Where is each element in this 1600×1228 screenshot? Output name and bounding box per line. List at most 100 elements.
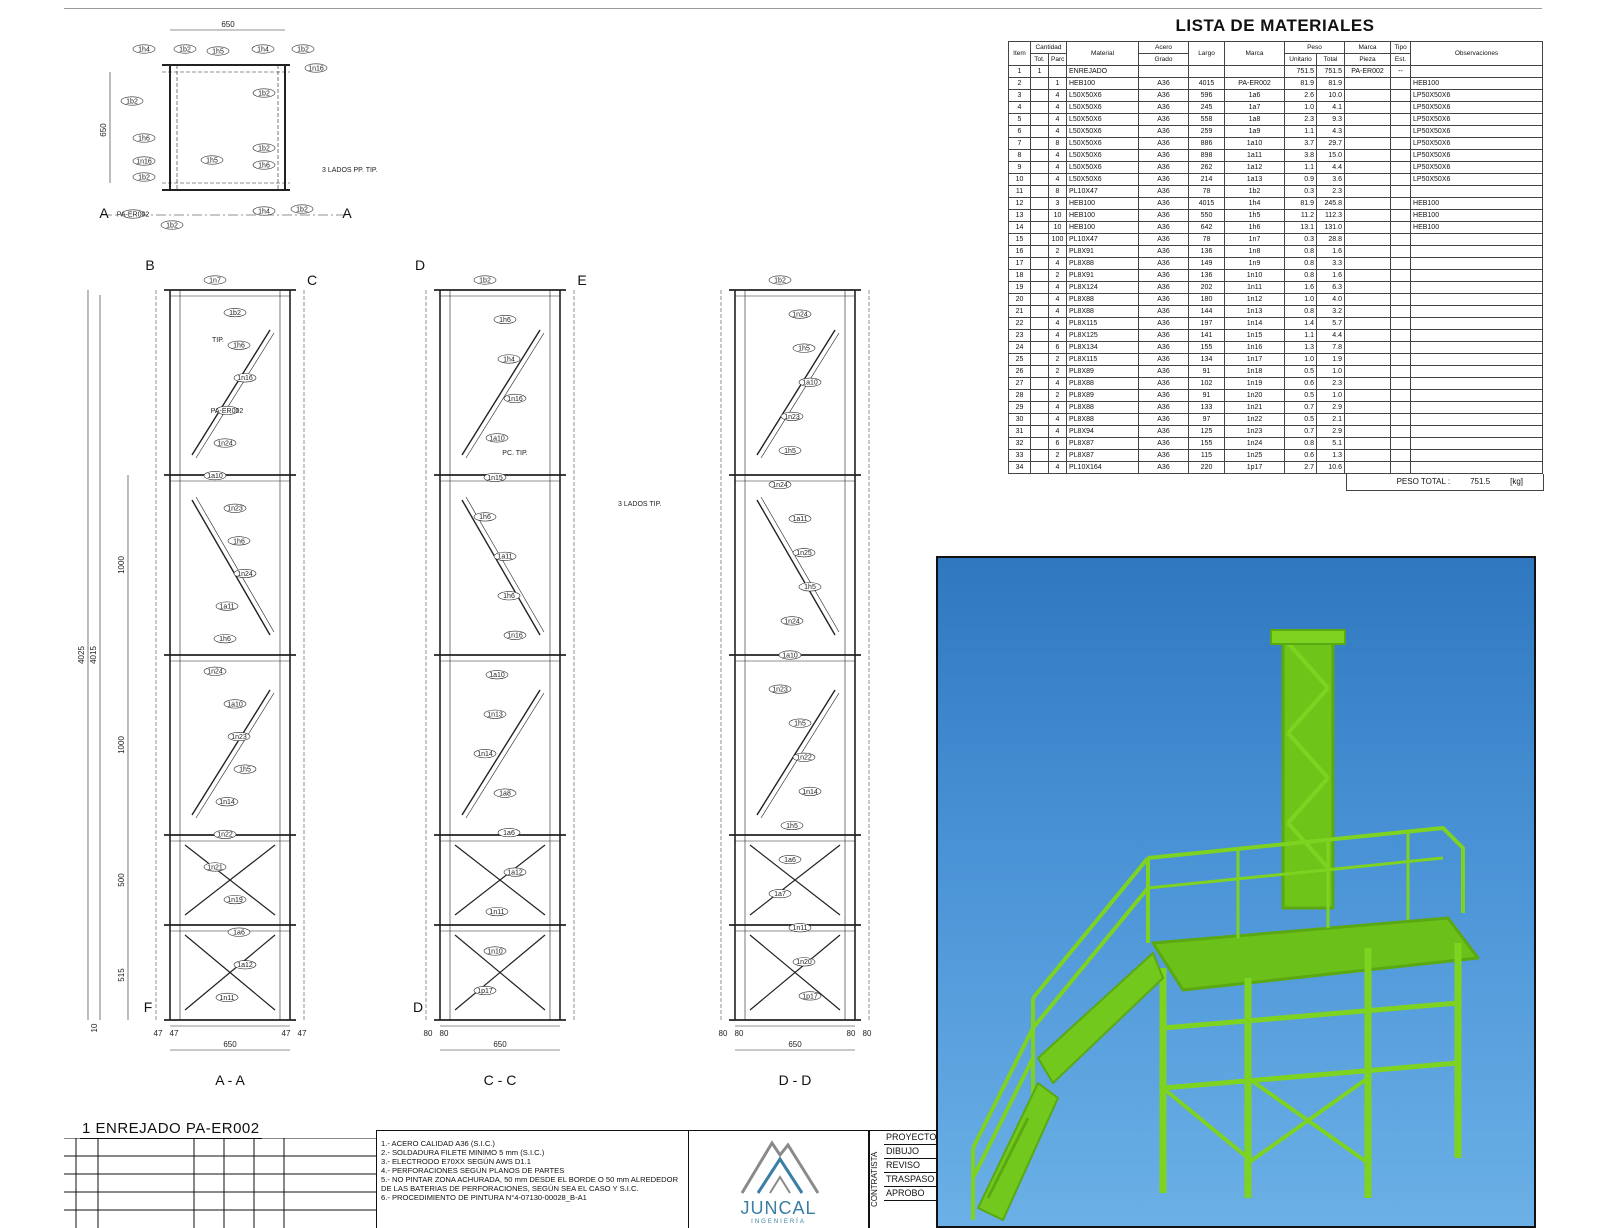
bom-cell: 144 <box>1188 305 1225 318</box>
bom-cell: 10.0 <box>1315 89 1346 102</box>
bom-cell: LP50X50X6 <box>1410 125 1544 138</box>
bom-cell: A36 <box>1138 221 1189 234</box>
bom-cell: 558 <box>1188 113 1225 126</box>
bom-cell: 1n15 <box>1224 329 1285 342</box>
bom-cell <box>1410 329 1544 342</box>
drawing-text: 1n24 <box>772 482 788 489</box>
bom-cell: A36 <box>1138 281 1189 294</box>
bom-cell <box>1410 401 1544 414</box>
bom-cell: 1.6 <box>1315 245 1346 258</box>
bom-cell: PL8X115 <box>1066 353 1139 366</box>
bom-cell: A36 <box>1138 257 1189 270</box>
drawing-text: F <box>144 999 153 1015</box>
drawing-text: 650 <box>99 123 108 137</box>
bom-cell: 0.8 <box>1284 245 1317 258</box>
bom-cell: 1n23 <box>1224 425 1285 438</box>
bom-cell: 30 <box>1008 413 1031 426</box>
drawing-text: 1n23 <box>227 506 243 513</box>
bom-cell: 1 <box>1030 65 1049 78</box>
bom-cell: 1n9 <box>1224 257 1285 270</box>
bom-cell: 1.4 <box>1284 317 1317 330</box>
bom-cell: 8 <box>1048 185 1067 198</box>
bom-cell <box>1410 353 1544 366</box>
part-tag-outline <box>768 480 792 490</box>
bom-cell: 4 <box>1048 257 1067 270</box>
bom-header-marca: Marca <box>1224 41 1285 66</box>
bom-header-item: Item <box>1008 41 1031 66</box>
bom-header-peso: Peso <box>1283 41 1346 54</box>
bom-cell: 21 <box>1008 305 1031 318</box>
part-tag-outline <box>215 992 239 1002</box>
bom-cell: A36 <box>1138 377 1189 390</box>
bom-cell <box>1410 317 1544 330</box>
bom-cell <box>1030 149 1049 162</box>
bom-cell: 25 <box>1008 353 1031 366</box>
drawing-text: 1b2 <box>297 46 309 53</box>
bom-cell <box>1344 437 1392 450</box>
bom-cell <box>1030 257 1049 270</box>
drawing-text: 1n16 <box>308 65 324 72</box>
bom-cell <box>1410 305 1544 318</box>
bom-cell: 91 <box>1188 389 1225 402</box>
bom-cell: A36 <box>1138 269 1189 282</box>
bom-cell <box>1390 113 1412 126</box>
bom-cell <box>1390 233 1412 246</box>
bom-cell <box>1390 437 1412 450</box>
bom-header-est: Est. <box>1390 53 1412 66</box>
drawing-text: 1h6 <box>258 162 270 169</box>
drawing-text: 1n23 <box>231 734 247 741</box>
bom-cell: 1.0 <box>1315 389 1346 402</box>
bom-cell: 136 <box>1188 269 1225 282</box>
drawing-text: 47 <box>170 1029 179 1038</box>
bom-cell: 2 <box>1048 245 1067 258</box>
bom-cell: A36 <box>1138 353 1189 366</box>
bom-cell: 3.7 <box>1284 137 1317 150</box>
bom-cell: 9.3 <box>1315 113 1346 126</box>
part-tag-outline <box>290 204 314 214</box>
title-block-grid <box>64 1138 376 1228</box>
bom-cell: 2.3 <box>1284 113 1317 126</box>
part-tag-outline <box>233 568 257 578</box>
bom-title: LISTA DE MATERIALES <box>1175 16 1375 35</box>
part-tag-outline <box>778 650 802 660</box>
bom-cell <box>1390 101 1412 114</box>
bom-cell: PL8X88 <box>1066 305 1139 318</box>
bom-cell <box>1030 245 1049 258</box>
drawing-text: 1h4 <box>503 356 515 363</box>
bom-cell: 27 <box>1008 377 1031 390</box>
drawing-text: 1n19 <box>227 897 243 904</box>
bom-cell: HEB100 <box>1066 209 1139 222</box>
part-tag-outline <box>792 957 816 967</box>
part-tag-outline <box>483 472 507 482</box>
bom-cell: 2.9 <box>1315 401 1346 414</box>
bom-cell: 4 <box>1048 377 1067 390</box>
part-tag-outline <box>252 206 276 216</box>
bom-cell <box>1344 425 1392 438</box>
bom-cell: 141 <box>1188 329 1225 342</box>
part-tag-outline <box>780 820 804 830</box>
bom-cell: 214 <box>1188 173 1225 186</box>
drawing-text: 1n16 <box>136 158 152 165</box>
bom-cell: 115 <box>1188 449 1225 462</box>
bom-cell <box>1048 65 1067 78</box>
bom-cell: 9 <box>1008 161 1031 174</box>
drawing-text: 1b2 <box>138 174 150 181</box>
bom-cell: 8 <box>1048 137 1067 150</box>
bom-cell: A36 <box>1138 365 1189 378</box>
part-tag-outline <box>788 923 812 933</box>
bom-cell: 4 <box>1048 401 1067 414</box>
bom-cell: 0.8 <box>1284 305 1317 318</box>
part-tag-outline <box>473 986 497 996</box>
part-tag-outline <box>493 314 517 324</box>
bom-cell: ENREJADO <box>1066 65 1139 78</box>
bom-cell <box>1344 257 1392 270</box>
drawing-line <box>465 332 545 459</box>
bom-cell: 2.9 <box>1315 425 1346 438</box>
drawing-text: 1h4 <box>138 46 150 53</box>
